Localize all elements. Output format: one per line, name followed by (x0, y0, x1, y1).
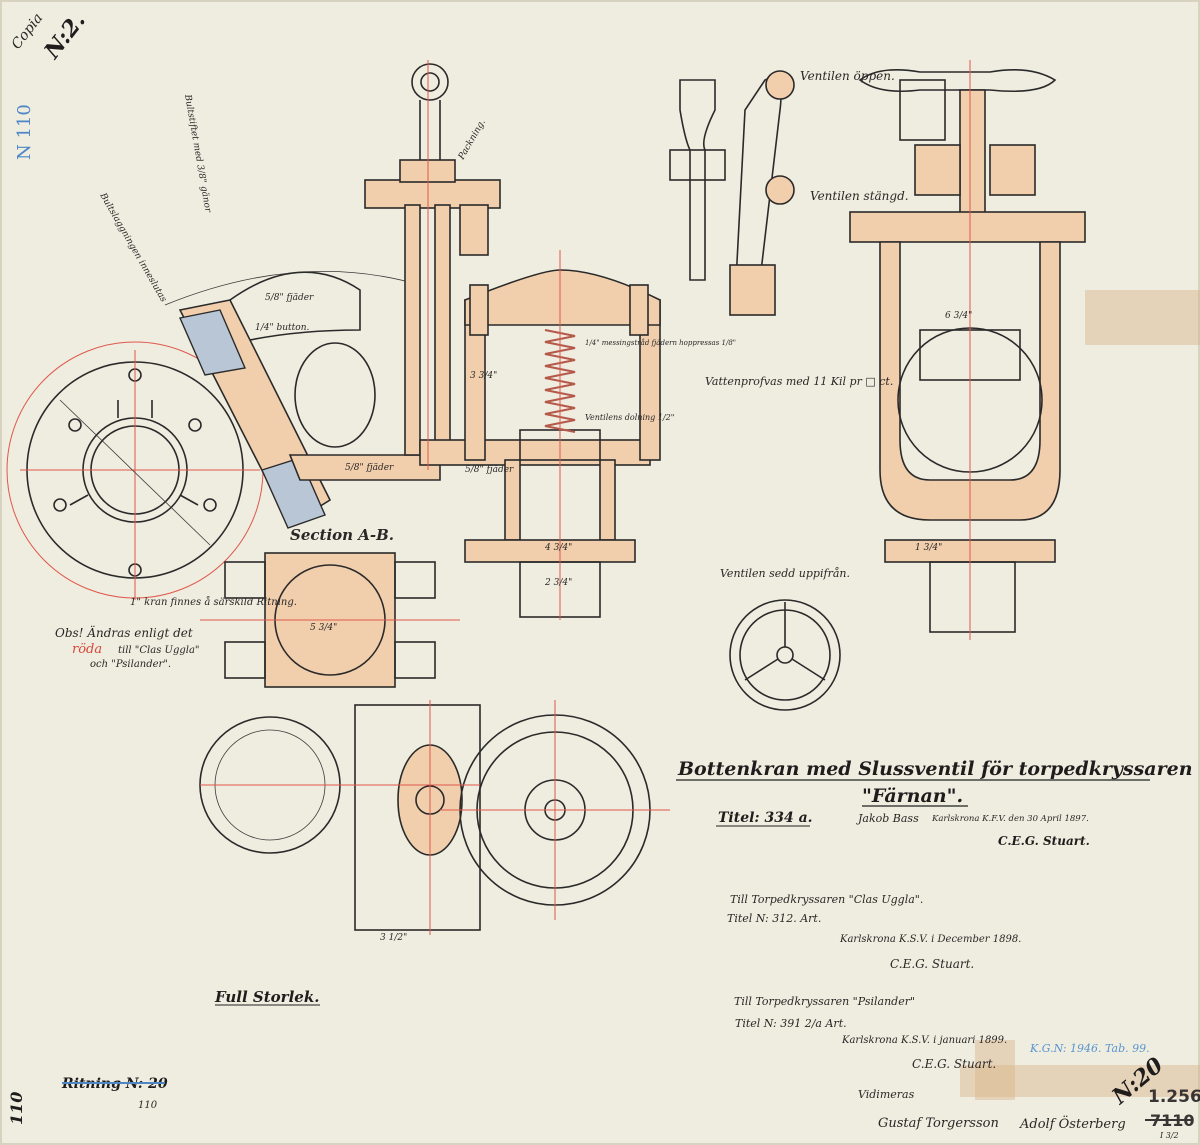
valve-front-section (849, 60, 1086, 640)
stamp-110: 110 (7, 1092, 26, 1125)
signature: C.E.G. Stuart. (998, 834, 1090, 848)
vidimeras: Vidimeras (858, 1088, 915, 1101)
clamp-view (200, 552, 460, 688)
amendment-line: Till Torpedkryssaren "Psilander" (734, 995, 915, 1008)
amendment-line: Titel N: 391 2/a Art. (735, 1017, 847, 1030)
label-kran-finnes: 1" kran finnes å särskild Ritning. (130, 596, 297, 608)
pencil-name: Jakob Bass (856, 812, 919, 825)
dimension: 6 3/4" (945, 311, 972, 321)
amendment-date: Karlskrona K.S.V. i December 1898. (839, 934, 1021, 945)
dimension: 1 3/4" (915, 543, 942, 553)
label-fjader: 5/8" fjäder (265, 293, 314, 303)
amendment-signature: C.E.G. Stuart. (890, 957, 974, 971)
label-fjader: 5/8" fjäder (465, 465, 514, 475)
arm-section (178, 271, 441, 529)
handwheel-top-view: Ventilen sedd uppifrån. (720, 567, 850, 711)
label-roda: röda (72, 642, 102, 657)
amendment-clas-uggla: Till Torpedkryssaren "Clas Uggla". Titel… (727, 893, 1021, 971)
label-section-ab: Section A-B. (290, 526, 394, 544)
drawing-title: Bottenkran med Slussventil för torpedkry… (677, 758, 1193, 780)
label-lift-note: Ventilens dolning 1/2" (585, 413, 674, 422)
title-block: Bottenkran med Slussventil för torpedkry… (676, 758, 1193, 848)
titel-number: Titel: 334 a. (718, 810, 813, 826)
amendment-signature: C.E.G. Stuart. (912, 1057, 996, 1071)
amendment-line: Titel N: 312. Art. (727, 912, 821, 925)
amendment-line: Till Torpedkryssaren "Clas Uggla". (730, 893, 923, 906)
label-obs-2: till "Clas Uggla" (118, 645, 200, 656)
place-date: Karlskrona K.F.V. den 30 April 1897. (931, 814, 1089, 824)
tape-strip (975, 1040, 1015, 1100)
flange-side-view (6, 271, 421, 600)
signature-torgersson: Gustaf Torgersson (878, 1116, 999, 1131)
dimension: 5 3/4" (310, 623, 337, 633)
lever-detail: Ventilen öppen. Ventilen stängd. (669, 69, 909, 316)
label-fjader: 5/8" fjäder (345, 463, 394, 473)
label-ventilen-sedd: Ventilen sedd uppifrån. (720, 567, 850, 580)
amendment-date: Karlskrona K.S.V. i januari 1899. (841, 1035, 1007, 1046)
archive-marks: K.G.N: 1946. Tab. 99. N:20 1.256 7110 Vi… (858, 1042, 1200, 1140)
archive-number: 1.256 (1148, 1087, 1200, 1107)
tape-strip (1085, 290, 1200, 345)
signature-osterberg: Adolf Österberg (1019, 1115, 1126, 1132)
label-full-storlek: Full Storlek. (214, 988, 319, 1006)
label-spring-note: 1/4" messingstråd fjädern hoppressas 1/8… (585, 338, 736, 347)
blue-number: N 110 (14, 104, 35, 160)
label-button: 1/4" button. (255, 323, 309, 333)
small-reference: I 3/2 (1159, 1131, 1179, 1140)
blue-reference: K.G.N: 1946. Tab. 99. (1029, 1042, 1150, 1055)
dimension: 3 1/2" (380, 933, 407, 943)
drawing-subtitle: "Färnan". (862, 785, 963, 807)
dimension: 3 3/4" (470, 371, 497, 381)
label-obs: Obs! Ändras enligt det (55, 624, 193, 640)
dimension: 4 3/4" (544, 543, 572, 553)
label-ventilen-oppen: Ventilen öppen. (800, 69, 895, 83)
dimension: 2 3/4" (544, 578, 572, 588)
label-vattenprofvas: Vattenprofvas med 11 Kil pr □ ct. (705, 375, 893, 388)
plan-views (199, 700, 670, 935)
tape-strip (960, 1065, 1200, 1097)
amendment-psilander: Till Torpedkryssaren "Psilander" Titel N… (734, 995, 1007, 1071)
valve-body-section (294, 60, 661, 620)
pencil-number: 110 (138, 1100, 158, 1111)
label-ventilen-stangd: Ventilen stängd. (810, 189, 909, 203)
label-obs-3: och "Psilander". (90, 659, 171, 670)
